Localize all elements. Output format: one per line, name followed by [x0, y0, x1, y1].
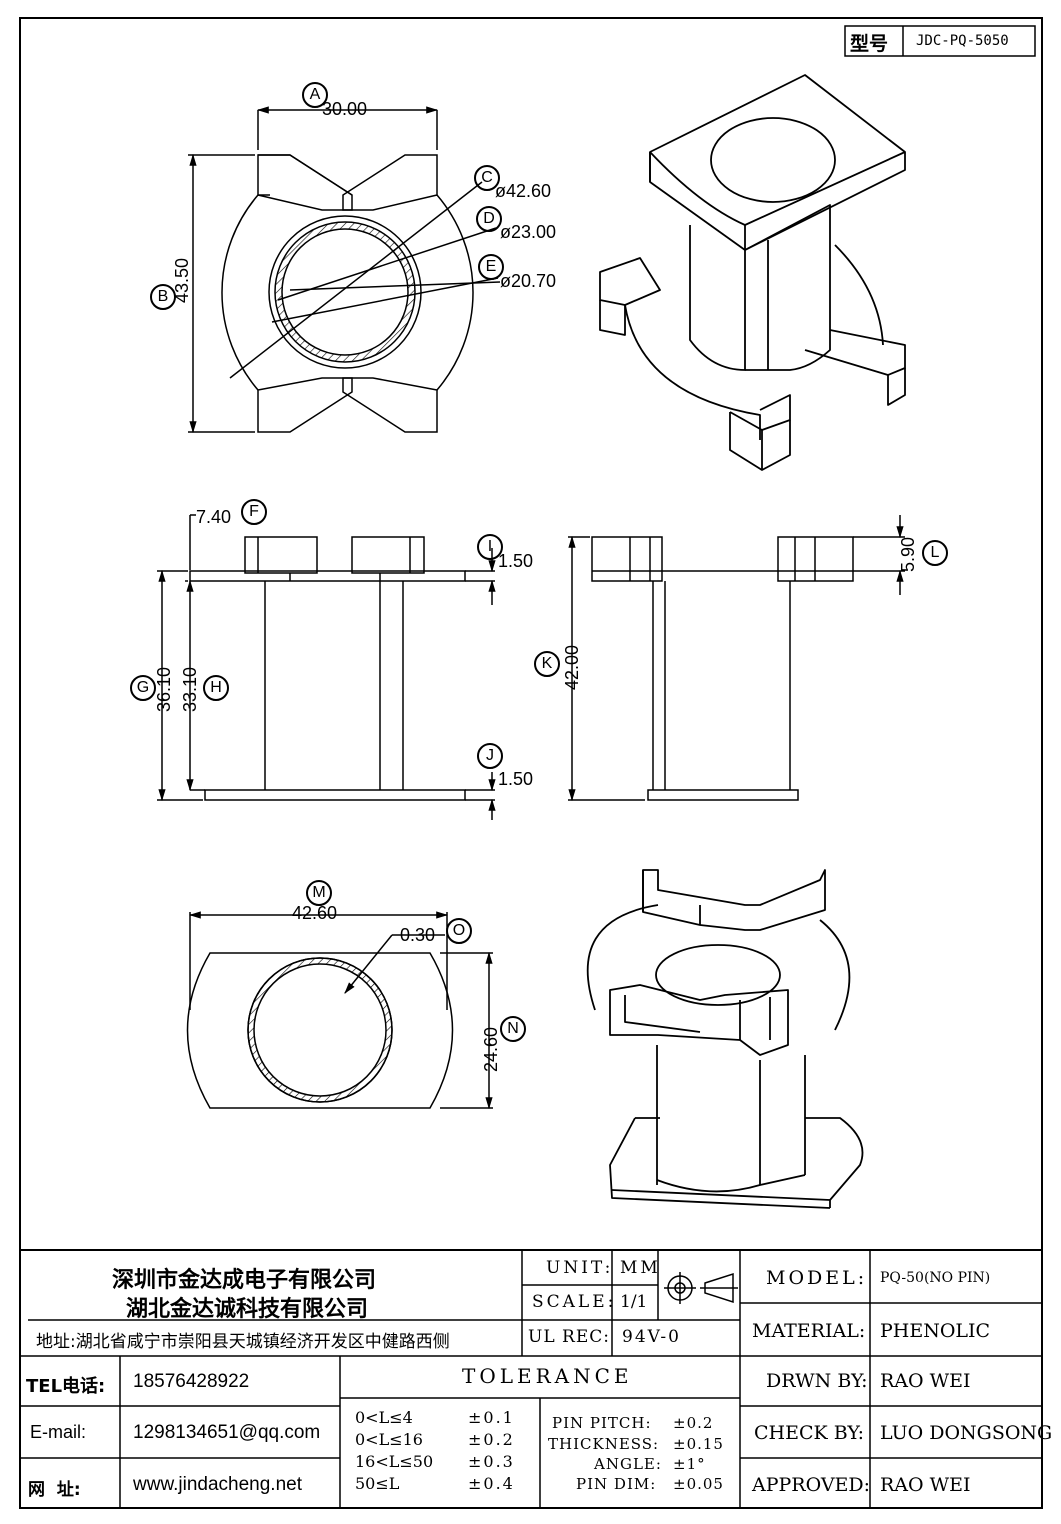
- marker-M: M: [306, 880, 332, 906]
- tolerance-title: TOLERANCE: [462, 1364, 633, 1388]
- tol-item-1-value: ±0.2: [673, 1414, 714, 1432]
- material-label: MATERIAL:: [752, 1320, 866, 1342]
- dim-F: 7.40: [196, 507, 232, 527]
- marker-C: C: [474, 165, 500, 191]
- model-label: MODEL:: [766, 1267, 868, 1289]
- tol-item-3-value: ±1°: [673, 1455, 706, 1473]
- tol-value-4: ±0.4: [468, 1474, 515, 1493]
- tol-range-1: 0<L≤4: [355, 1408, 413, 1427]
- tol-item-2-value: ±0.15: [673, 1435, 724, 1453]
- tol-item-4-label: PIN DIM:: [576, 1475, 657, 1493]
- marker-K: K: [534, 651, 560, 677]
- sheet-border: [19, 17, 1043, 1509]
- approved-label: APPROVED:: [752, 1474, 871, 1496]
- dim-M: 42.60: [292, 903, 338, 923]
- scale-value: 1/1: [620, 1292, 648, 1312]
- marker-O: O: [446, 918, 472, 944]
- marker-B: B: [150, 284, 176, 310]
- tol-item-2-label: THICKNESS:: [548, 1435, 660, 1453]
- marker-I: I: [477, 534, 503, 560]
- dim-D: ø23.00: [500, 222, 557, 242]
- unit-label: UNIT:: [546, 1258, 614, 1278]
- dim-K: 42.00: [562, 644, 582, 690]
- drawn-label: DRWN BY:: [766, 1370, 868, 1392]
- marker-A: A: [302, 82, 328, 108]
- dim-J: 1.50: [498, 769, 534, 789]
- tel-label: TEL电话:: [26, 1376, 106, 1397]
- drawn-value: RAO WEI: [880, 1370, 971, 1392]
- front-view: [157, 514, 496, 820]
- tol-item-3-label: ANGLE:: [594, 1455, 662, 1473]
- dim-L: 5.90: [898, 536, 918, 572]
- isometric-view-top: [599, 74, 906, 471]
- email-value[interactable]: 1298134651@qq.com: [133, 1422, 321, 1443]
- dim-O: 0.30: [400, 925, 436, 945]
- marker-E: E: [478, 254, 504, 280]
- marker-H: H: [203, 675, 229, 701]
- dim-H: 33.10: [180, 666, 200, 712]
- marker-N: N: [500, 1016, 526, 1042]
- tol-item-4-value: ±0.05: [673, 1475, 724, 1493]
- marker-L: L: [922, 540, 948, 566]
- dim-G: 36.10: [154, 666, 174, 712]
- tol-value-2: ±0.2: [468, 1430, 515, 1449]
- ulrec-label: UL REC:: [528, 1327, 610, 1347]
- marker-J: J: [477, 743, 503, 769]
- model-box: [844, 25, 1036, 57]
- web-value[interactable]: www.jindacheng.net: [133, 1474, 302, 1495]
- dim-C: ø42.60: [495, 181, 552, 201]
- title-block: [20, 1249, 1042, 1508]
- approved-value: RAO WEI: [880, 1474, 971, 1496]
- side-view: [568, 515, 905, 802]
- dim-I: 1.50: [498, 551, 534, 571]
- marker-F: F: [241, 499, 267, 525]
- ulrec-value: 94V-0: [622, 1327, 681, 1347]
- tol-value-3: ±0.3: [468, 1452, 515, 1471]
- email-label: E-mail:: [30, 1422, 87, 1442]
- material-value: PHENOLIC: [880, 1320, 991, 1342]
- dim-A: 30.00: [322, 99, 368, 119]
- tol-range-3: 16<L≤50: [355, 1452, 434, 1471]
- model-box-value: JDC-PQ-5050: [916, 33, 1009, 49]
- scale-label: SCALE:: [532, 1292, 617, 1312]
- top-view: [188, 106, 501, 434]
- marker-G: G: [130, 675, 156, 701]
- tel-value: 18576428922: [133, 1371, 250, 1392]
- check-value: LUO DONGSONG: [880, 1422, 1053, 1444]
- check-label: CHECK BY:: [754, 1422, 864, 1444]
- unit-value: MM: [620, 1258, 661, 1278]
- dim-N: 24.60: [481, 1026, 501, 1072]
- model-value: PQ-50(NO PIN): [880, 1270, 991, 1286]
- dim-E: ø20.70: [500, 271, 557, 291]
- tol-value-1: ±0.1: [468, 1408, 515, 1427]
- bottom-view: [186, 911, 493, 1110]
- company-name-2: 湖北金达诚科技有限公司: [126, 1297, 369, 1322]
- tol-range-2: 0<L≤16: [355, 1430, 423, 1449]
- web-label: 网 址:: [28, 1480, 81, 1500]
- tol-item-1-label: PIN PITCH:: [552, 1414, 652, 1432]
- isometric-view-bottom: [586, 869, 864, 1209]
- marker-D: D: [476, 206, 502, 232]
- tol-range-4: 50≤L: [355, 1474, 400, 1493]
- company-name-1: 深圳市金达成电子有限公司: [112, 1268, 377, 1293]
- model-box-label: 型号: [850, 33, 889, 55]
- company-address: 地址:湖北省咸宁市崇阳县天城镇经济开发区中健路西侧: [36, 1332, 450, 1352]
